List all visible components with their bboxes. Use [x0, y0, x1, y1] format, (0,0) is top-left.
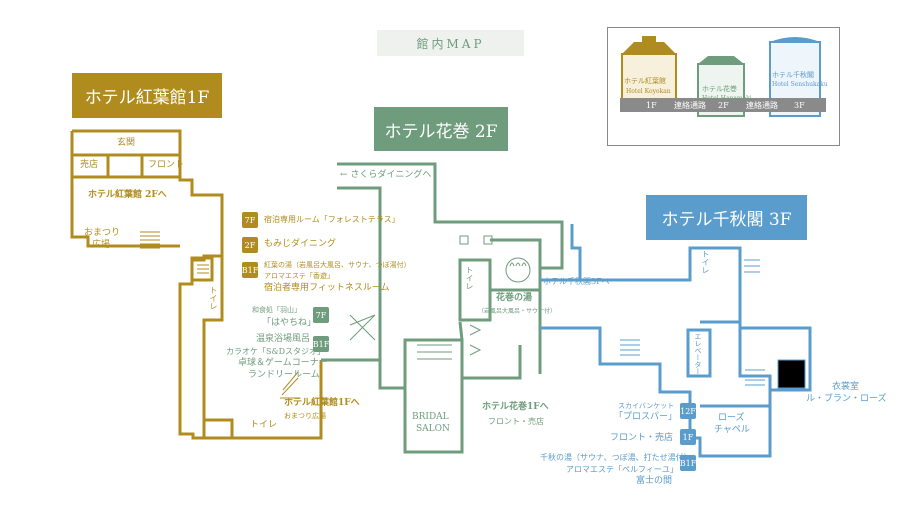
legend-hanamaki: ホテル花巻 — [702, 85, 737, 93]
legend-koyokan: ホテル紅葉館 — [624, 77, 666, 85]
senshukaku-chapel-line1: ローズ — [718, 413, 745, 423]
senshukaku-costume-line1: 衣裳室 — [832, 382, 860, 392]
legend-passage-1: 連絡通路 — [674, 101, 706, 110]
hanamaki-title: ホテル花巻 2F — [374, 107, 508, 151]
legend-hanamaki-en: Hotel Hanamaki — [702, 95, 752, 102]
hanamaki-b1f-line4: ランドリールーム — [248, 370, 320, 380]
legend-senshukaku: ホテル千秋閣 — [772, 71, 814, 79]
senshukaku-b1f-line2: アロマエステ「ペルフィーユ」 — [566, 465, 678, 474]
hanamaki-bath: 花巻の湯 — [496, 293, 533, 303]
senshukaku-b1f-line1: 千秋の湯（サウナ、つぼ湯、打たせ湯付） — [540, 453, 692, 462]
senshukaku-to-3f[interactable]: ホテル千秋閣3Fへ — [543, 277, 610, 286]
koyokan-b1f-line3: 宿泊者専用フィットネスルーム — [264, 283, 390, 293]
koyokan-omatsuri-line1: おまつり — [84, 228, 121, 238]
senshukaku-badge-b1f: B1F — [680, 455, 696, 471]
senshukaku-elevator: エレベーター — [694, 333, 702, 375]
hanamaki-b1f-line3: 卓球＆ゲームコーナー — [238, 358, 328, 368]
legend-buildings-icon — [620, 36, 826, 117]
koyokan-badge-2f: 2F — [242, 237, 258, 253]
legend-floor-2: 2F — [718, 101, 729, 110]
senshukaku-12f-line1: スカイバンケット — [618, 402, 675, 410]
hanamaki-floor-outline — [321, 162, 564, 454]
building-legend: ホテル紅葉館 Hotel Koyokan ホテル花巻 Hotel Hanamak… — [607, 27, 840, 146]
hanamaki-to-1f[interactable]: ホテル花巻1Fへ — [482, 402, 549, 412]
koyokan-b1f-line1: 紅葉の湯（岩風呂大風呂、サウナ、つぼ湯付） — [264, 261, 411, 269]
senshukaku-1f-line: フロント・売店 — [610, 433, 674, 443]
hanamaki-salon-line1: BRIDAL — [412, 412, 449, 422]
senshukaku-floor-outline — [540, 224, 812, 458]
koyokan-badge-7f: 7F — [242, 212, 258, 228]
koyokan-title: ホテル紅葉館1F — [72, 73, 222, 118]
legend-floor-3: 3F — [794, 101, 805, 110]
senshukaku-stairs — [620, 259, 806, 389]
hanamaki-salon-line2: SALON — [416, 424, 450, 434]
hanamaki-7f-line2: 「はやちね」 — [262, 318, 317, 328]
koyokan-entrance: 玄関 — [117, 138, 136, 148]
senshukaku-badge-12f: 12F — [680, 403, 696, 419]
map-title: 館内MAP — [377, 30, 524, 56]
koyokan-front: フロント — [148, 160, 185, 170]
hanamaki-toilet: トイレ — [465, 266, 474, 290]
senshukaku-b1f-line3: 富士の間 — [636, 476, 673, 486]
koyokan-7f-line: 宿泊専用ルーム「フォレストテラス」 — [264, 215, 400, 224]
senshukaku-costume-line2: ル・ブラン・ローズ — [806, 394, 887, 404]
hanamaki-to-dining[interactable]: ← さくらダイニングへ — [340, 170, 432, 180]
senshukaku-title: ホテル千秋閣 3F — [646, 195, 807, 240]
legend-senshukaku-en: Hotel Senshukaku — [772, 81, 828, 88]
senshukaku-toilet: トイレ — [701, 250, 710, 274]
koyokan-to-1f[interactable]: ホテル紅葉館1Fへ — [284, 398, 360, 408]
koyokan-toilet-1: トイレ — [209, 286, 218, 310]
koyokan-shop: 売店 — [80, 160, 99, 170]
koyokan-floor-outline — [70, 129, 323, 440]
koyokan-badge-b1f: B1F — [242, 262, 258, 278]
hanamaki-to-1f-sub: フロント・売店 — [488, 417, 544, 426]
koyokan-2f-line: もみじダイニング — [264, 239, 337, 249]
hanamaki-b1f-line1: 温泉浴場風呂 — [256, 334, 311, 344]
senshukaku-badge-1f: 1F — [680, 429, 696, 445]
koyokan-omatsuri-line2: 広場 — [92, 240, 111, 250]
legend-floor-1: 1F — [646, 101, 657, 110]
senshukaku-12f-line2: 「プロスパー」 — [614, 412, 678, 422]
hanamaki-7f-line1: 和食処「羽山」 — [252, 306, 301, 314]
legend-passage-2: 連絡通路 — [746, 101, 778, 110]
hanamaki-stairs — [349, 235, 531, 360]
koyokan-to-2f[interactable]: ホテル紅葉館 2Fへ — [88, 190, 167, 200]
koyokan-stairs — [140, 231, 300, 399]
hanamaki-bath-sub: （岩風呂大風呂・サウナ付） — [478, 308, 557, 315]
hanamaki-b1f-line2: カラオケ「S&Dスタジオ」 — [226, 347, 326, 356]
koyokan-b1f-line2: アロマエステ「香遊」 — [264, 272, 334, 280]
hanamaki-badge-7f: 7F — [313, 307, 329, 323]
hanamaki-badge-b1f: B1F — [313, 336, 329, 352]
koyokan-toilet-2: トイレ — [250, 420, 278, 430]
koyokan-to-1f-sub: おまつり広場 — [284, 412, 326, 420]
legend-koyokan-en: Hotel Koyokan — [626, 88, 671, 95]
senshukaku-chapel-line2: チャペル — [714, 425, 750, 435]
